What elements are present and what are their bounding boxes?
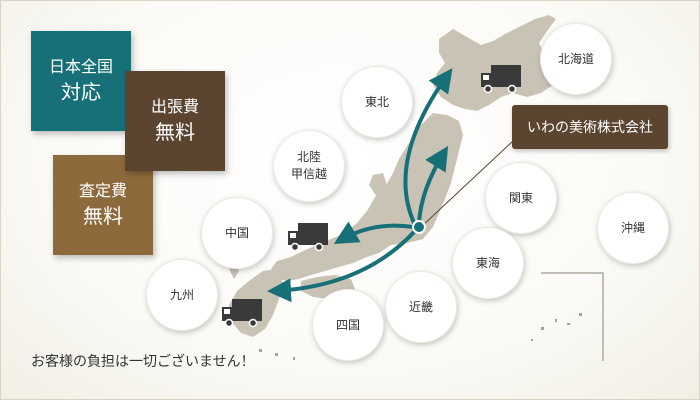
honshu-landmass	[271, 113, 463, 281]
region-label: 中国	[224, 225, 249, 240]
region-tohoku: 東北	[341, 66, 413, 138]
region-label: 四国	[335, 317, 360, 332]
region-label: 沖縄	[620, 220, 645, 235]
badge-line-1: 日本全国	[48, 57, 113, 76]
region-kyushu: 九州	[146, 259, 218, 331]
badge-line-2: 無料	[155, 120, 195, 144]
region-label: 九州	[169, 287, 194, 302]
region-label-line-2: 甲信越	[290, 167, 327, 181]
region-label-line-1: 北陸	[296, 150, 321, 164]
region-okinawa: 沖縄	[597, 192, 669, 264]
nationwide-service-badge: 日本全国 対応	[31, 31, 131, 131]
region-label: 東海	[475, 255, 500, 270]
arrow-to-hokkaido	[403, 68, 453, 226]
region-kanto: 関東	[485, 162, 557, 234]
region-tokai: 東海	[452, 227, 524, 299]
arrow-to-tohoku	[417, 145, 449, 224]
okinawa-inset-frame	[541, 272, 604, 361]
region-label: 北海道	[557, 51, 594, 66]
region-label: 近畿	[408, 299, 433, 314]
arrow-to-kyushu	[267, 229, 417, 303]
free-travel-badge: 出張費 無料	[125, 71, 225, 171]
company-name-label: いわの美術株式会社	[512, 105, 668, 149]
location-pin-icon	[412, 220, 426, 234]
region-kinki: 近畿	[385, 271, 457, 343]
free-appraisal-badge: 査定費 無料	[53, 155, 153, 255]
badge-line-2: 対応	[61, 80, 101, 104]
badge-line-1: 査定費	[78, 181, 127, 200]
truck-icon	[288, 223, 328, 252]
noto-peninsula	[369, 173, 387, 197]
badge-line-1: 出張費	[150, 97, 199, 116]
okinawa-islands	[259, 313, 582, 360]
no-charge-note: お客様の負担は一切ございません！	[31, 354, 255, 370]
hokkaido-landmass	[433, 15, 563, 111]
region-label: 東北	[364, 94, 389, 109]
region-hokuriku-koshinetsu: 北陸 甲信越	[273, 130, 345, 202]
badge-line-2: 無料	[83, 204, 123, 228]
truck-icon	[222, 299, 262, 328]
region-shikoku: 四国	[312, 289, 384, 361]
region-chugoku: 中国	[201, 197, 273, 269]
truck-icon	[481, 65, 521, 94]
region-label: 関東	[508, 190, 533, 205]
company-leader-line	[420, 140, 514, 228]
region-hokkaido: 北海道	[540, 23, 612, 95]
arrow-to-chugoku	[333, 221, 414, 245]
